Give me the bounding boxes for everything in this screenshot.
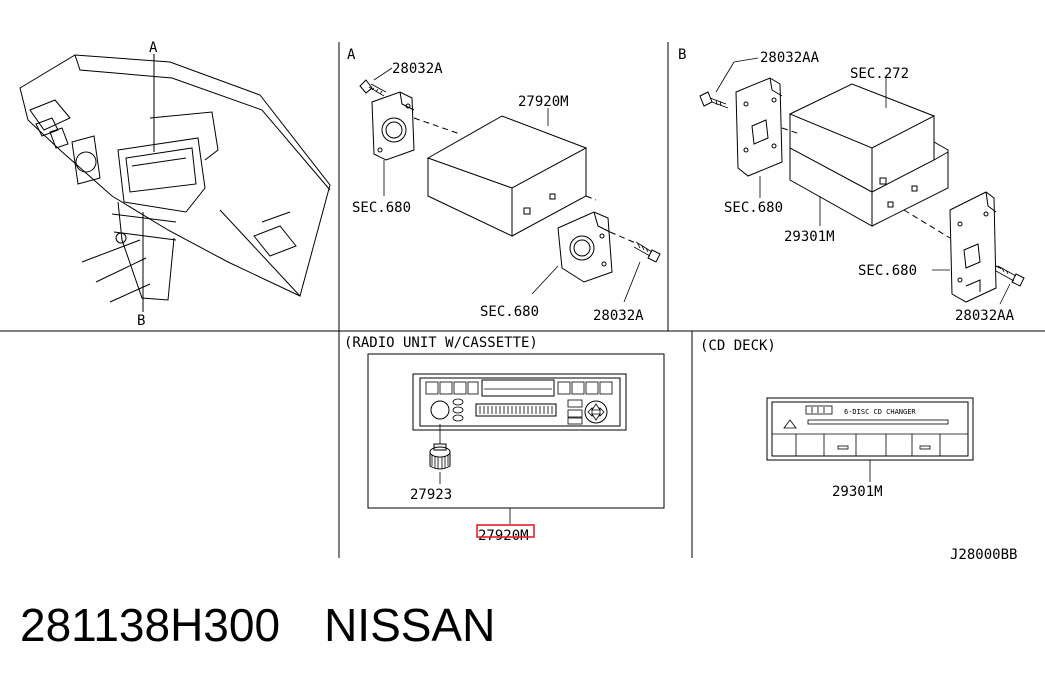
cd-deck-panel: (CD DECK) 6-DISC CD CHANGER 29301M (700, 338, 974, 500)
detail-a: A 28032A SEC.680 27920M (347, 47, 661, 324)
dashboard-illustration: A B (19, 40, 331, 329)
cd-faceplate: 6-DISC CD CHANGER (766, 397, 974, 461)
callout-label-a: A (149, 40, 158, 56)
screw-icon (699, 91, 729, 109)
detail-b-unit-label: 29301M (784, 229, 835, 245)
detail-b-title: B (678, 47, 686, 63)
detail-b-bracket-left-label: SEC.680 (724, 200, 783, 216)
detail-b-sec-top-label: SEC.272 (850, 66, 909, 82)
detail-a-bracket-right-label: SEC.680 (480, 304, 539, 320)
knob-icon (429, 443, 451, 470)
radio-unit-panel: (RADIO UNIT W/CASSETTE) (344, 335, 665, 544)
eject-icon (783, 419, 797, 429)
bracket-right (949, 191, 997, 303)
screw-icon (359, 79, 387, 97)
diagram-code: J28000BB (950, 547, 1017, 563)
detail-b-bracket-right-label: SEC.680 (858, 263, 917, 279)
callout-label-b: B (137, 313, 145, 329)
radio-unit-title: (RADIO UNIT W/CASSETTE) (344, 335, 538, 351)
brand-name: NISSAN (324, 599, 496, 651)
volume-knob-icon (430, 400, 450, 420)
radio-faceplate (412, 373, 627, 431)
cd-deck-title: (CD DECK) (700, 338, 776, 354)
highlight-box (476, 524, 535, 538)
cd-faceplate-text: 6-DISC CD CHANGER (844, 408, 916, 416)
radio-unit-part-label: 27920M (478, 528, 529, 544)
screw-icon (995, 265, 1025, 287)
cd-deck-part-label: 29301M (832, 484, 883, 500)
knob-part-label: 27923 (410, 487, 452, 503)
radio-unit-box (426, 115, 588, 237)
detail-a-unit-label: 27920M (518, 94, 569, 110)
detail-b: B 28032AA SEC.680 (678, 47, 1025, 324)
detail-a-title: A (347, 47, 356, 63)
detail-a-bracket-left-label: SEC.680 (352, 200, 411, 216)
detail-a-screw-bottom-label: 28032A (593, 308, 644, 324)
detail-b-screw-bottom-label: 28032AA (955, 308, 1015, 324)
bracket-left (371, 91, 415, 161)
disc-logo-icon (805, 405, 833, 415)
bracket-left (735, 77, 783, 177)
tuner-dial-icon (584, 400, 608, 424)
detail-b-screw-top-label: 28032AA (760, 50, 820, 66)
detail-a-screw-top-label: 28032A (392, 61, 443, 77)
bracket-right (557, 211, 613, 283)
part-number: 281138H300 (20, 599, 281, 651)
screw-icon (633, 241, 661, 263)
part-caption: 281138H300 NISSAN (20, 598, 495, 652)
panel-dividers (0, 42, 1045, 558)
cd-changer-box (788, 83, 949, 227)
